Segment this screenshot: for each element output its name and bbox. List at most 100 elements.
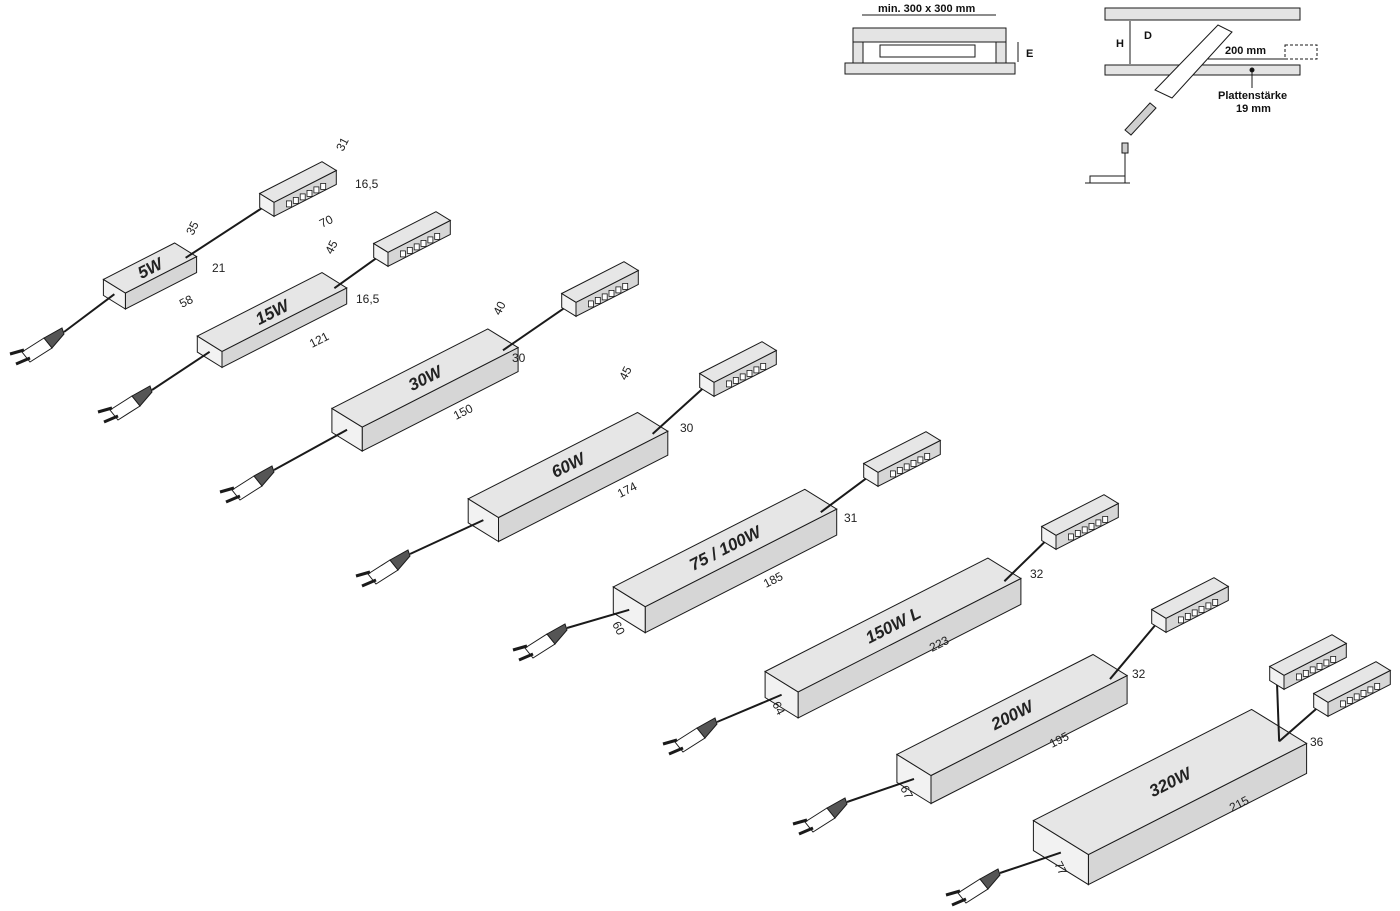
dimension-label: 67 <box>897 783 916 802</box>
output-port-icon <box>1360 690 1367 697</box>
dimension-label: 64 <box>769 699 788 718</box>
distribution-box-top-face <box>862 431 942 473</box>
transformer-top-face <box>612 488 838 608</box>
plug-pin <box>15 356 31 366</box>
output-port-icon <box>1353 693 1360 701</box>
plug-pin <box>219 486 235 494</box>
plug-connector <box>1124 102 1157 136</box>
output-port-icon <box>1081 526 1088 534</box>
plug-pin <box>512 644 528 652</box>
distance-label: 200 mm <box>1225 45 1266 57</box>
board-label-line1: Plattenstärke <box>1218 90 1287 102</box>
output-cable <box>1278 704 1322 743</box>
transformer-top-face <box>895 653 1129 777</box>
output-port-icon <box>753 366 760 374</box>
plug-grip <box>826 797 848 819</box>
transformer-top-face <box>330 328 520 428</box>
dimension-label: 30 <box>680 421 694 435</box>
plug-pin <box>518 652 534 662</box>
output-port-icon <box>306 189 313 197</box>
mounting-diagram: H D 200 mm Plattenstärke 19 mm <box>1085 7 1318 184</box>
transformer-top-face <box>467 411 669 519</box>
dimension-label: 32 <box>1132 667 1146 681</box>
output-port-icon <box>1068 533 1074 541</box>
output-port-icon <box>739 373 746 381</box>
output-port-icon <box>1178 616 1184 624</box>
dimension-label: 31 <box>844 511 858 525</box>
output-port-icon <box>1323 659 1330 667</box>
dimension-label: 174 <box>615 479 639 501</box>
small-connector <box>1121 142 1129 154</box>
upper-board <box>1104 7 1301 21</box>
transformer-top-face <box>1032 708 1308 856</box>
transformer-side-view <box>879 44 976 58</box>
dimension-label: 60 <box>609 619 628 638</box>
plug-pin <box>792 818 808 826</box>
output-port-icon <box>1309 666 1316 674</box>
output-cable <box>651 384 708 435</box>
mains-cable <box>716 693 783 723</box>
output-port-icon <box>1212 599 1219 606</box>
dimension-label: 16,5 <box>356 292 380 306</box>
transformer-top-face <box>764 557 1022 693</box>
output-port-icon <box>924 452 931 460</box>
dashed-distribution-box <box>1284 44 1318 60</box>
output-cable <box>820 474 872 513</box>
dimension-label: 58 <box>177 292 196 311</box>
output-port-icon <box>313 186 320 194</box>
output-cable <box>502 304 570 352</box>
output-port-icon <box>285 200 292 208</box>
dimension-label: 121 <box>307 329 331 351</box>
plug-grip <box>253 465 275 487</box>
output-port-icon <box>320 182 327 190</box>
output-port-icon <box>910 459 917 467</box>
dimension-label: 70 <box>317 212 336 231</box>
plug-pin <box>103 414 119 424</box>
transformer-top-face <box>102 242 198 294</box>
output-port-icon <box>427 236 434 244</box>
plug-grip <box>979 868 1001 890</box>
dimension-label: 45 <box>616 364 635 383</box>
plug-pin <box>951 897 967 907</box>
dimension-label: 40 <box>490 299 509 318</box>
output-cable <box>1109 620 1160 680</box>
output-port-icon <box>1205 602 1212 610</box>
output-port-icon <box>760 362 767 370</box>
dimension-label: 21 <box>212 261 226 275</box>
tilted-transformer <box>1154 24 1233 99</box>
clearance-label: min. 300 x 300 mm <box>878 3 975 15</box>
output-port-icon <box>434 232 441 240</box>
output-port-icon <box>1346 697 1353 704</box>
plug-grip <box>696 717 718 739</box>
output-port-icon <box>608 289 615 297</box>
output-port-icon <box>896 466 903 474</box>
lower-board <box>1104 64 1301 76</box>
output-port-icon <box>413 243 420 251</box>
clearance-diagram: min. 300 x 300 mm E <box>844 3 1033 75</box>
plug-grip <box>43 327 65 349</box>
board-marker <box>1249 67 1255 73</box>
plug-pin <box>355 570 371 578</box>
plug-pin <box>662 738 678 746</box>
output-port-icon <box>917 456 924 464</box>
output-port-icon <box>601 293 608 301</box>
mains-cable <box>151 350 211 391</box>
output-port-icon <box>420 239 427 247</box>
mains-cable <box>63 293 115 333</box>
output-port-icon <box>399 250 406 258</box>
distribution-box-top-face <box>698 341 778 383</box>
top-board <box>852 27 1007 43</box>
output-port-icon <box>1088 523 1095 530</box>
output-port-icon <box>746 369 753 377</box>
output-port-icon <box>1340 700 1346 708</box>
output-port-icon <box>1102 516 1109 523</box>
dimension-label: 30 <box>512 351 526 365</box>
h-label: H <box>1116 38 1124 50</box>
dimension-label: 16,5 <box>355 177 379 191</box>
